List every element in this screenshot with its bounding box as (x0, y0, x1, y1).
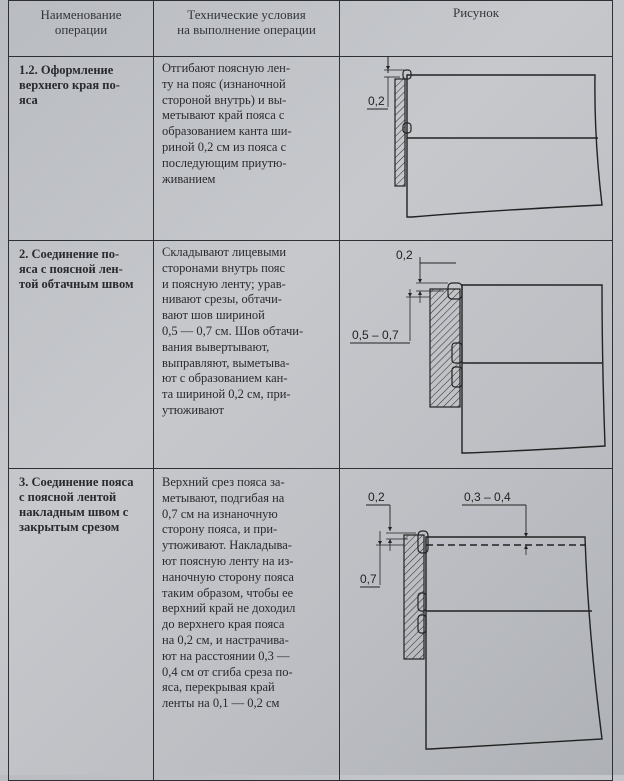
operations-table: Наименование операции Технические услови… (8, 0, 613, 781)
conditions-line: стороной внутрь) и вы- (162, 92, 287, 107)
conditions-line: наночную сторону пояса (162, 569, 294, 584)
conditions-line: ют на расстоянии 0,3 — (162, 648, 290, 663)
conditions-line: сторонами внутрь пояс (162, 260, 286, 275)
conditions-line: ленты на 0,1 — 0,2 см (162, 696, 280, 711)
operation-line: верхнего края по- (19, 78, 120, 92)
conditions-line: Отгибают поясную лен- (162, 61, 291, 75)
header-technical-conditions: Технические условия на выполнение операц… (153, 0, 340, 57)
conditions-line: 0,4 см от сгиба среза по- (162, 664, 293, 679)
figure-cell: 0,2 0,3 – 0,4 0,7 (339, 468, 613, 781)
conditions-line: метывают, подгибая на (162, 490, 285, 505)
table-header-row: Наименование операции Технические услови… (8, 0, 613, 57)
conditions-line: выправляют, выметыва- (162, 355, 290, 370)
figure-cell: 0,2 0,5 – 0,7 (339, 240, 613, 469)
header-col3-label: Рисунок (452, 5, 500, 20)
operation-line: 2. Соединение по- (19, 247, 120, 261)
conditions-line: до верхнего края пояса (162, 617, 285, 632)
conditions-line: 0,5 — 0,7 см. Шов обтачи- (162, 323, 304, 338)
table-row: 1.2. Оформление верхнего края по- яса От… (8, 56, 613, 241)
header-operation-name: Наименование операции (8, 0, 154, 57)
dim-label: 0,7 (360, 572, 377, 586)
operation-line: накладным швом с (19, 505, 129, 519)
conditions-cell: Отгибают поясную лен- ту на пояс (изнано… (153, 56, 340, 241)
conditions-line: ют с образованием кан- (162, 371, 288, 386)
header-figure: Рисунок (339, 0, 613, 57)
waistband-edge-diagram: 0,2 (367, 57, 603, 218)
operation-line: закрытым срезом (19, 520, 120, 534)
facing-seam-diagram: 0,2 0,5 – 0,7 (350, 248, 606, 454)
conditions-line: ют поясную ленту на из- (162, 553, 294, 568)
operation-line: 1.2. Оформление (19, 63, 114, 77)
operation-name-cell: 2. Соединение по- яса с поясной лен- той… (8, 240, 154, 469)
conditions-line: утюживают. Накладыва- (162, 538, 292, 553)
conditions-line: яса, перекрывая край (162, 680, 275, 695)
conditions-line: на 0,2 см, и настрачива- (162, 632, 289, 647)
operation-line: 3. Соединение пояса (19, 475, 134, 489)
conditions-line: ту на пояс (изнаночной (162, 76, 286, 91)
conditions-line: нивают срезы, обтачи- (162, 292, 282, 307)
operation-name-cell: 1.2. Оформление верхнего края по- яса (8, 56, 154, 241)
conditions-line: верхний край не доходил (162, 601, 296, 616)
operation-name-cell: 3. Соединение пояса с поясной лентой нак… (8, 468, 154, 781)
conditions-line: последующим приутю- (162, 155, 287, 170)
dim-label: 0,2 (396, 248, 413, 262)
conditions-line: таким образом, чтобы ее (162, 585, 294, 600)
conditions-line: вают шов шириной (162, 308, 265, 323)
header-col1-line: Наименование (40, 7, 122, 22)
conditions-line: та шириной 0,2 см, при- (162, 387, 291, 402)
conditions-line: и поясную ленту; урав- (162, 276, 286, 291)
dim-label: 0,2 (368, 490, 385, 504)
header-col2-line: Технические условия (187, 7, 306, 22)
operation-line: той обтачным швом (19, 277, 134, 291)
conditions-line: вания вывертывают, (162, 339, 270, 354)
dim-label: 0,5 – 0,7 (352, 328, 399, 342)
header-col2-line: на выполнение операции (177, 22, 316, 37)
figure-cell: 0,2 (339, 56, 613, 241)
conditions-line: сторону пояса, и при- (162, 522, 278, 537)
conditions-cell: Верхний срез пояса за- метывают, подгиба… (153, 468, 340, 781)
conditions-line: живанием (162, 171, 216, 186)
conditions-line: 0,7 см на изнаночную (162, 506, 278, 521)
table-row: 2. Соединение по- яса с поясной лен- той… (8, 240, 613, 469)
table-row: 3. Соединение пояса с поясной лентой нак… (8, 468, 613, 781)
operation-line: с поясной лентой (19, 490, 117, 504)
lapped-seam-diagram: 0,2 0,3 – 0,4 0,7 (360, 490, 603, 750)
conditions-cell: Складывают лицевыми сторонами внутрь поя… (153, 240, 340, 469)
header-col1-line: операции (54, 22, 108, 37)
conditions-line: образованием канта ши- (162, 124, 292, 139)
dim-label: 0,2 (368, 94, 385, 108)
conditions-line: Верхний срез пояса за- (162, 475, 285, 489)
conditions-line: Складывают лицевыми (162, 245, 287, 259)
conditions-line: утюживают (162, 402, 224, 417)
operation-line: яса (19, 93, 38, 107)
conditions-line: метывают край пояса с (162, 108, 285, 123)
dim-label: 0,3 – 0,4 (464, 490, 511, 504)
operation-line: яса с поясной лен- (19, 262, 123, 276)
conditions-line: риной 0,2 см из пояса с (162, 139, 287, 154)
